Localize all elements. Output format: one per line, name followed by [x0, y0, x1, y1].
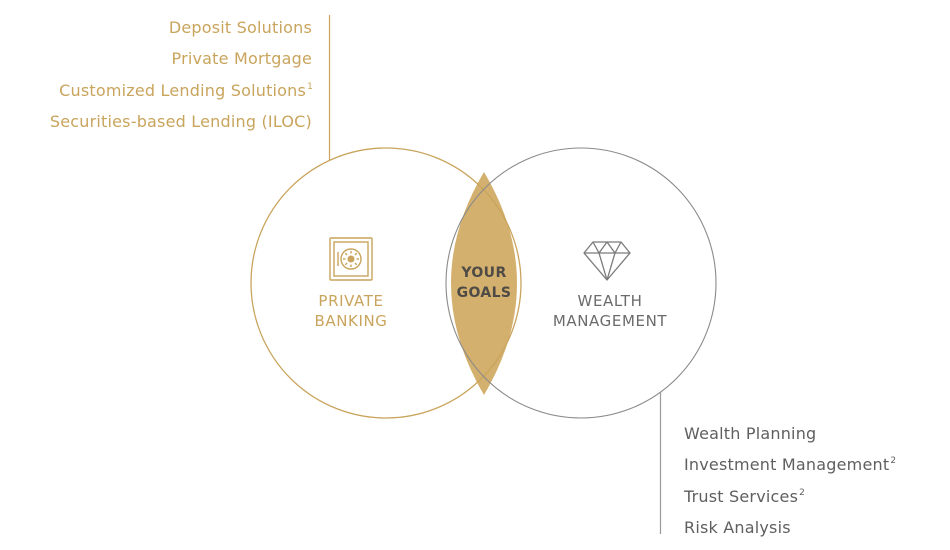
your-goals-label-line1: YOUR — [461, 265, 507, 281]
vault-safe-icon — [329, 237, 373, 281]
service-item-securities-lending[interactable]: Securities-based Lending (ILOC) — [49, 111, 312, 131]
private-banking-label: PRIVATE BANKING — [291, 291, 411, 331]
service-item-wealth-planning[interactable]: Wealth Planning — [684, 424, 817, 443]
service-item-deposit-solutions[interactable]: Deposit Solutions — [168, 18, 312, 37]
wealth-management-label-line1: WEALTH — [577, 292, 643, 310]
diamond-icon — [583, 241, 631, 281]
your-goals-label-line2: GOALS — [456, 285, 512, 301]
private-banking-label-line1: PRIVATE — [318, 292, 384, 310]
wealth-management-services-list: Wealth Planning Investment Management2 T… — [684, 418, 896, 543]
service-item-private-mortgage[interactable]: Private Mortgage — [171, 49, 312, 69]
your-goals-lens — [451, 172, 517, 395]
service-item-customized-lending[interactable]: Customized Lending Solutions1 — [59, 80, 313, 100]
your-goals-label: YOUR GOALS — [444, 263, 524, 303]
service-item-trust-services[interactable]: Trust Services2 — [684, 486, 806, 506]
service-item-risk-analysis[interactable]: Risk Analysis — [684, 517, 791, 537]
wealth-management-circle — [445, 147, 717, 419]
private-banking-label-line2: BANKING — [314, 312, 388, 330]
wealth-management-label: WEALTH MANAGEMENT — [530, 291, 690, 331]
private-banking-services-list: Deposit Solutions Private Mortgage Custo… — [50, 12, 313, 137]
wealth-management-label-line2: MANAGEMENT — [552, 312, 668, 330]
service-item-investment-management[interactable]: Investment Management2 — [684, 455, 897, 475]
private-banking-circle — [250, 147, 522, 419]
